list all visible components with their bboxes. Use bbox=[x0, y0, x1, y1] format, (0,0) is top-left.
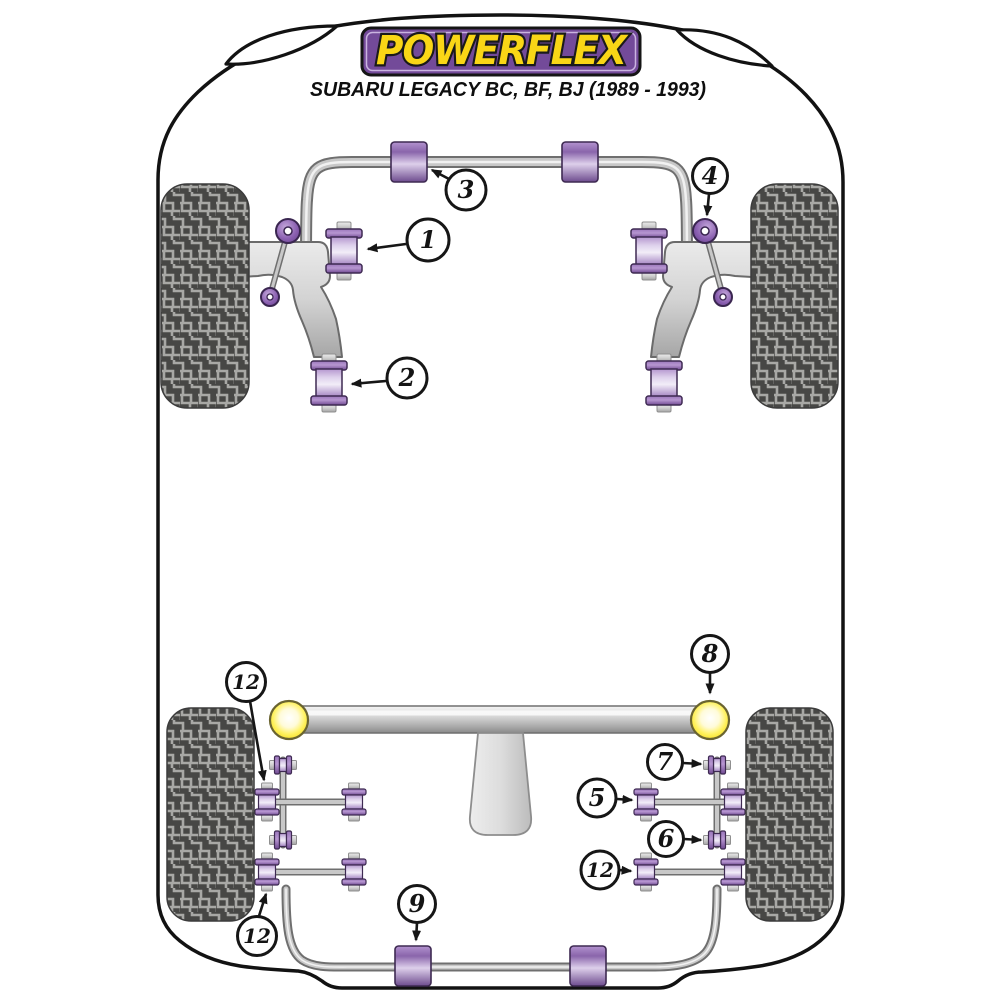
callout-4: 4 bbox=[691, 157, 729, 217]
rear-left-upper-link-outer-bushing bbox=[254, 782, 280, 822]
front-left-drop-link-upper-bushing bbox=[275, 218, 301, 244]
rear-right-upper-link-outer-bushing bbox=[720, 782, 746, 822]
diff-mount bbox=[468, 732, 533, 836]
tire-front-left bbox=[160, 183, 250, 409]
callout-7: 7 bbox=[646, 743, 703, 781]
front-arb-bushing-right bbox=[561, 141, 599, 183]
front-left-suspension bbox=[240, 218, 363, 413]
logo-panel-inner-border bbox=[365, 31, 637, 72]
rear-left-lower-link-inner-bushing bbox=[341, 852, 367, 892]
rear-anti-roll-bar bbox=[281, 884, 722, 972]
callout-6: 6 bbox=[647, 820, 703, 858]
front-right-arm-front-bushing bbox=[630, 221, 668, 281]
callout-12b-number: 12 bbox=[243, 924, 271, 948]
callout-12-rear-left-upper: 12 bbox=[225, 661, 267, 782]
rear-left-upper-link-inner-bushing bbox=[341, 782, 367, 822]
callout-6-number: 6 bbox=[658, 824, 675, 853]
callout-5: 5 bbox=[576, 777, 634, 819]
rear-beam-front-bushing-right bbox=[689, 699, 731, 741]
callout-1-number: 1 bbox=[420, 225, 437, 254]
callout-12a-number: 12 bbox=[232, 670, 260, 694]
powerflex-logo: POWERFLEX bbox=[360, 26, 642, 77]
vehicle-subtitle: SUBARU LEGACY BC, BF, BJ (1989 - 1993) bbox=[310, 78, 706, 101]
callout-8: 8 bbox=[690, 634, 730, 695]
rear-arb-bushing-right bbox=[569, 945, 607, 987]
rear-right-upper-link-inner-bushing bbox=[633, 782, 659, 822]
callout-7-number: 7 bbox=[657, 747, 674, 776]
callout-3: 3 bbox=[430, 168, 488, 212]
callout-12-rear-right: 12 bbox=[579, 849, 633, 891]
front-arb-bushing-left bbox=[390, 141, 428, 183]
tire-rear-left bbox=[166, 707, 255, 922]
tire-front-right bbox=[750, 183, 839, 409]
rear-arb-bushing-left bbox=[394, 945, 432, 987]
front-left-arm-front-bushing bbox=[325, 221, 363, 281]
rear-crossmember bbox=[268, 699, 731, 836]
rear-right-lower-link-inner-bushing bbox=[633, 852, 659, 892]
rear-left-lower-link-outer-bushing bbox=[254, 852, 280, 892]
left-fender-vent-shape bbox=[224, 24, 339, 66]
tire-rear-right bbox=[745, 707, 834, 922]
front-right-drop-link-upper-bushing bbox=[692, 218, 718, 244]
callout-9-number: 9 bbox=[409, 889, 426, 918]
callout-8-number: 8 bbox=[701, 639, 719, 668]
front-right-suspension bbox=[630, 218, 753, 413]
callout-1: 1 bbox=[366, 217, 451, 263]
front-left-drop-link-lower-bushing bbox=[260, 287, 280, 307]
logo-panel bbox=[360, 26, 642, 77]
front-right-arm-rear-bushing bbox=[645, 353, 683, 413]
callout-9: 9 bbox=[397, 884, 437, 942]
callout-4-number: 4 bbox=[702, 161, 719, 190]
rear-beam-front-bushing-left bbox=[268, 699, 310, 741]
brand-wordmark: POWERFLEX bbox=[376, 28, 629, 74]
front-left-arm-rear-bushing bbox=[310, 353, 348, 413]
rear-right-links bbox=[633, 755, 746, 892]
callout-12c-number: 12 bbox=[586, 858, 614, 882]
front-right-drop-link-lower-bushing bbox=[713, 287, 733, 307]
callout-2-number: 2 bbox=[398, 363, 416, 392]
rear-left-links bbox=[254, 755, 367, 892]
callout-5-number: 5 bbox=[589, 783, 606, 812]
callout-3-number: 3 bbox=[458, 175, 475, 204]
right-fender-vent-shape bbox=[675, 28, 774, 68]
callout-2: 2 bbox=[350, 356, 429, 400]
rear-right-lower-link-outer-bushing bbox=[720, 852, 746, 892]
front-anti-roll-bar bbox=[300, 156, 693, 274]
callout-12-rear-left-lower: 12 bbox=[236, 892, 278, 957]
